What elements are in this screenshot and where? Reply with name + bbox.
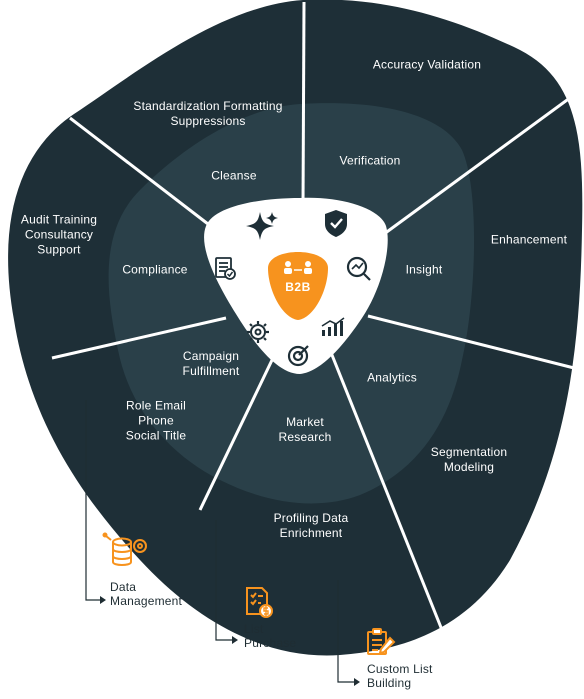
segment-label-audit: Audit Training Consultancy Support <box>20 212 98 257</box>
segment-label-role: Role Email Phone Social Title <box>125 398 187 443</box>
divider-role-audit <box>51 316 227 360</box>
sparkle-icon <box>246 212 278 240</box>
arrow-data-management <box>100 596 106 604</box>
divider-profiling-role <box>198 357 275 511</box>
segment-label-accuracy: Accuracy Validation <box>372 57 482 72</box>
connector-list-purchase <box>215 520 232 641</box>
segment-label-segmentation: Segmentation Modeling <box>430 445 508 474</box>
connector-data-management <box>85 400 100 601</box>
data-management-label: Data Management <box>110 580 183 608</box>
arrow-custom-list <box>354 678 360 686</box>
divider-segmentation-profiling <box>324 339 444 631</box>
divider-audit-standardization <box>69 116 209 226</box>
people-icon <box>284 261 312 274</box>
segment-label-verification: Verification <box>339 153 401 168</box>
list-purchase-label: List Purchase <box>244 622 297 650</box>
segment-label-compliance: Compliance <box>122 262 188 277</box>
segment-label-insight: Insight <box>405 262 443 277</box>
document-check-icon <box>215 257 236 280</box>
connector-lines <box>85 400 354 683</box>
target-icon <box>287 345 309 367</box>
list-dollar-icon <box>246 587 273 618</box>
clipboard-pencil-icon <box>367 628 396 655</box>
segment-label-standardization: Standardization Formatting Suppressions <box>133 99 283 128</box>
segment-label-cleanse: Cleanse <box>211 168 257 183</box>
custom-list-label: Custom List Building <box>367 662 433 690</box>
segment-dividers <box>51 1 583 631</box>
segment-label-analytics: Analytics <box>367 370 417 385</box>
b2b-label: B2B <box>285 280 311 294</box>
segment-label-market: Market Research <box>278 415 332 444</box>
shield-check-icon <box>325 210 347 237</box>
divider-enhancement-segmentation <box>367 314 583 372</box>
connector-arrows <box>100 596 360 686</box>
connector-custom-list <box>337 580 354 683</box>
arrow-list-purchase <box>232 636 238 644</box>
magnifier-chart-icon <box>346 256 371 281</box>
segment-label-enhancement: Enhancement <box>490 232 568 247</box>
divider-accuracy-enhancement <box>383 90 579 236</box>
gear-network-icon <box>247 321 269 343</box>
segment-label-campaign: Campaign Fulfillment <box>182 349 240 378</box>
divider-standardization-accuracy <box>301 1 306 207</box>
database-gear-icon <box>102 532 147 566</box>
bar-chart-icon <box>321 317 345 336</box>
segment-label-profiling: Profiling Data Enrichment <box>273 511 349 540</box>
b2b-badge <box>268 252 328 320</box>
